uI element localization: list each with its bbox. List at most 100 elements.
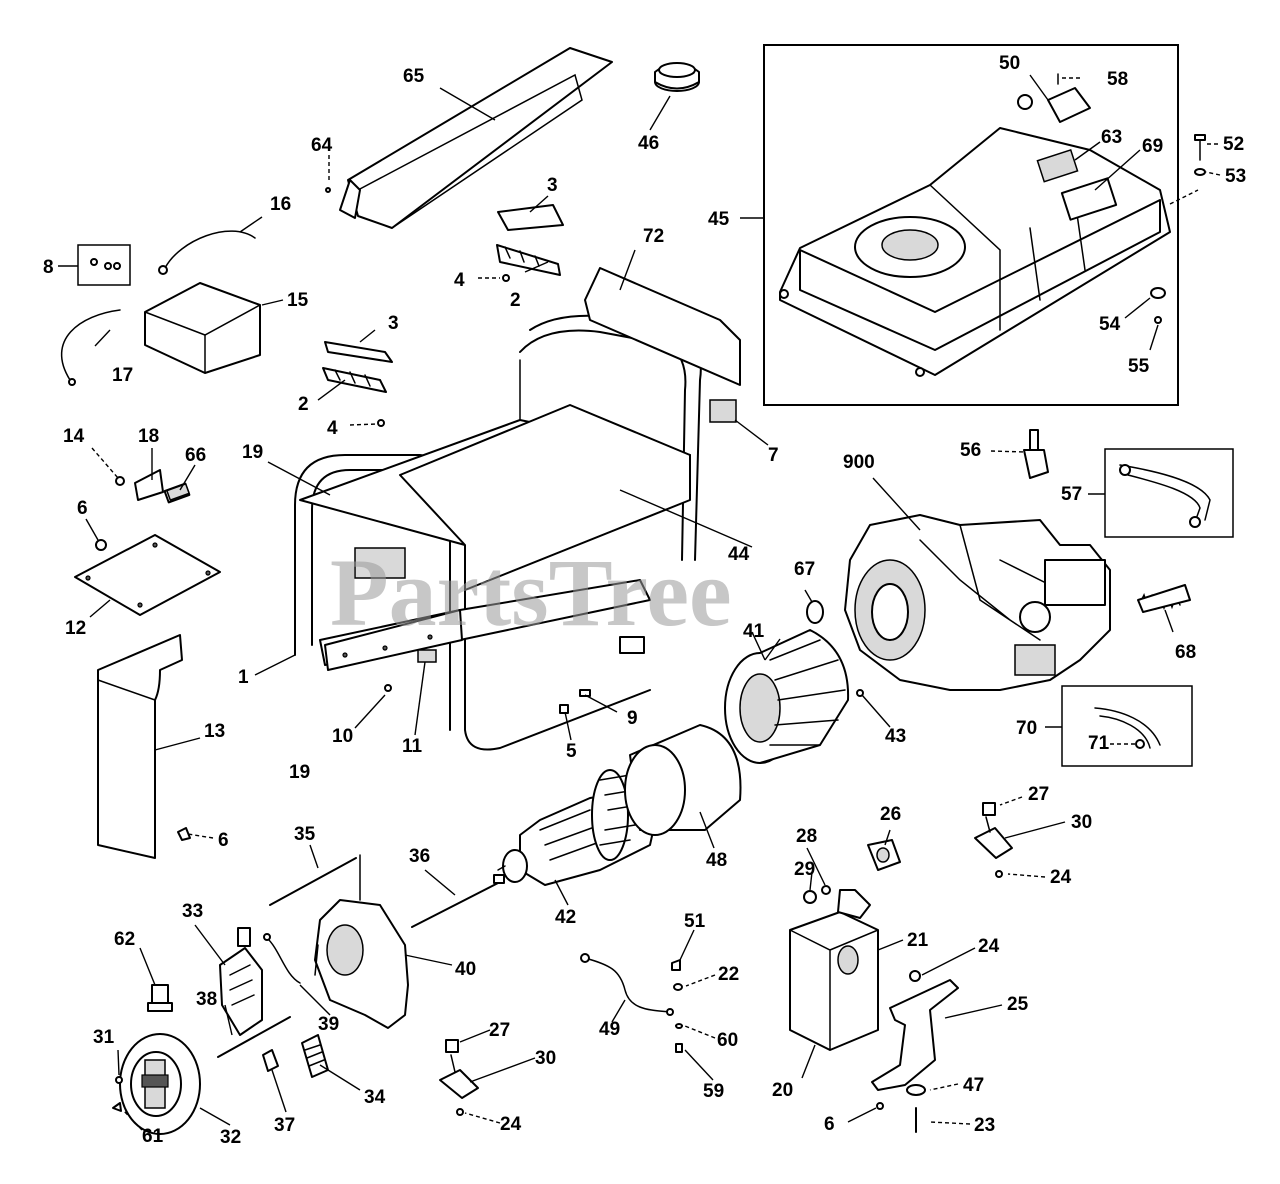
handle-bolts[interactable] [377, 274, 510, 427]
label-51: 51 [684, 911, 706, 932]
label-19a: 19 [242, 442, 263, 463]
ground-wire[interactable] [580, 953, 674, 1016]
muffler[interactable] [789, 889, 879, 1051]
label-40: 40 [455, 959, 476, 980]
label-4a: 4 [454, 270, 465, 291]
battery-cable-positive[interactable] [158, 230, 256, 275]
label-20: 20 [772, 1080, 793, 1101]
label-13: 13 [204, 721, 225, 742]
label-12: 12 [65, 618, 86, 639]
label-36: 36 [409, 846, 430, 867]
through-bolt[interactable] [411, 874, 505, 928]
tank-bracket[interactable] [1017, 87, 1091, 123]
fuel-tank-group-box [740, 44, 1179, 406]
label-53: 53 [1225, 166, 1246, 187]
label-46: 46 [638, 133, 659, 154]
label-55: 55 [1128, 356, 1150, 377]
battery-cable-negative[interactable] [60, 309, 121, 386]
label-38: 38 [196, 989, 217, 1010]
label-6c: 6 [824, 1114, 835, 1135]
side-shield[interactable] [97, 634, 183, 859]
label-18: 18 [138, 426, 159, 447]
label-39: 39 [318, 1014, 339, 1035]
rectifier[interactable] [301, 1034, 329, 1078]
leader-lines [85, 74, 1221, 1131]
label-15: 15 [287, 290, 309, 311]
label-69: 69 [1142, 136, 1163, 157]
label-7: 7 [768, 445, 779, 466]
cover-plate[interactable] [74, 534, 221, 616]
decal-small[interactable] [709, 399, 737, 423]
label-2b: 2 [298, 394, 309, 415]
hardware-kit-box[interactable] [58, 244, 131, 286]
label-23: 23 [974, 1115, 995, 1136]
stator[interactable] [724, 629, 850, 764]
label-60: 60 [717, 1030, 738, 1051]
handle-grip-upper[interactable] [496, 204, 564, 276]
label-50: 50 [999, 53, 1020, 74]
spark-plug-boot[interactable] [806, 600, 824, 624]
handle-grip-lower[interactable] [322, 341, 393, 393]
label-11: 11 [402, 736, 423, 757]
mount-lower[interactable] [439, 1039, 479, 1116]
label-48: 48 [706, 850, 727, 871]
label-33: 33 [182, 901, 203, 922]
hose-box[interactable] [1045, 685, 1193, 767]
label-62: 62 [114, 929, 135, 950]
label-52: 52 [1223, 134, 1244, 155]
label-31: 31 [93, 1027, 115, 1048]
label-24a: 24 [1050, 867, 1072, 888]
label-64: 64 [311, 135, 333, 156]
spring[interactable] [1137, 584, 1191, 613]
end-bell[interactable] [314, 854, 409, 1029]
brush-assembly[interactable] [219, 927, 263, 1036]
rod-38[interactable] [217, 1016, 291, 1058]
small-screws-end[interactable] [112, 1076, 123, 1112]
fuel-line-box[interactable] [1088, 448, 1234, 538]
label-26: 26 [880, 804, 901, 825]
panel-cover[interactable] [339, 47, 613, 229]
tank-hardware[interactable] [1057, 73, 1206, 324]
starter-cap[interactable] [147, 984, 173, 1012]
label-35: 35 [294, 824, 316, 845]
frame-base-rail[interactable] [324, 609, 463, 671]
label-6a: 6 [77, 498, 88, 519]
alternator-cover[interactable] [624, 724, 742, 836]
label-10: 10 [332, 726, 353, 747]
label-49: 49 [599, 1019, 620, 1040]
small-hardware-misc[interactable] [95, 187, 591, 841]
watermark: PartsTree [330, 539, 732, 646]
end-cover[interactable] [119, 1033, 201, 1135]
mount-upper[interactable] [974, 802, 1013, 878]
label-58: 58 [1107, 69, 1128, 90]
small-hardware-center[interactable] [671, 959, 683, 1053]
long-stud[interactable] [269, 857, 357, 906]
label-14: 14 [63, 426, 85, 447]
label-9: 9 [627, 708, 638, 729]
muffler-nuts[interactable] [803, 885, 831, 904]
label-17: 17 [112, 365, 133, 386]
part-labels: 65 64 3 46 72 16 8 4 2 15 3 17 2 4 14 18… [43, 53, 1246, 1148]
frame[interactable] [294, 314, 702, 751]
fuel-tank[interactable] [779, 127, 1171, 377]
label-32: 32 [220, 1127, 241, 1148]
diode[interactable] [262, 1049, 279, 1072]
label-56: 56 [960, 440, 981, 461]
fuel-shutoff-valve[interactable] [1023, 429, 1049, 479]
fuel-cap[interactable] [654, 62, 700, 92]
label-42: 42 [555, 907, 576, 928]
wire-harness-small[interactable] [263, 933, 301, 984]
muffler-bracket[interactable] [871, 970, 959, 1091]
exhaust-gasket[interactable] [867, 839, 901, 871]
label-70: 70 [1016, 718, 1037, 739]
label-59: 59 [703, 1081, 724, 1102]
engine-mount-nut[interactable] [856, 689, 864, 697]
battery[interactable] [144, 282, 261, 374]
label-65: 65 [403, 66, 425, 87]
engine[interactable] [844, 514, 1111, 691]
label-3a: 3 [547, 175, 558, 196]
label-61: 61 [142, 1126, 164, 1147]
decal-panel[interactable] [584, 267, 741, 386]
bracket-hardware[interactable] [876, 1084, 926, 1133]
